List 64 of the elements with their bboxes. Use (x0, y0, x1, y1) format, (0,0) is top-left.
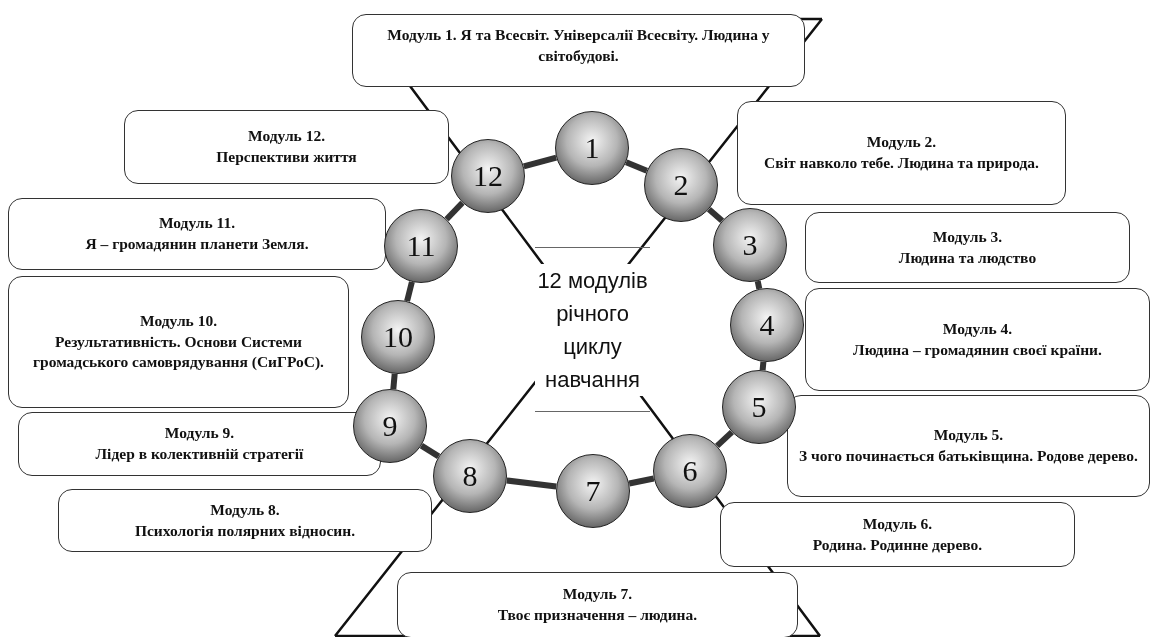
chain-link (419, 443, 441, 459)
module-heading: Модуль 11. (158, 213, 236, 234)
module-box (18, 412, 381, 476)
ball-number: 1 (584, 133, 600, 163)
module-box (805, 288, 1150, 391)
module-heading: Модуль 6. (862, 513, 933, 534)
ball-number: 11 (406, 231, 436, 261)
ball-number: 9 (382, 411, 398, 441)
module-description: Людина – громадянин своєї країни. (853, 339, 1102, 360)
module-heading: Модуль 7. (562, 584, 633, 605)
module-box (8, 198, 386, 270)
chain-link (706, 207, 725, 223)
ball-number: 6 (682, 456, 698, 486)
module-box (8, 276, 349, 408)
module-box (124, 110, 449, 184)
module-description: З чого починається батьківщина. Родове дерево. (799, 446, 1138, 466)
module-box (805, 212, 1130, 283)
chain-link (625, 159, 648, 174)
module-description: Твоє призначення – людина. (497, 605, 698, 625)
numbered-ball (384, 209, 458, 283)
module-box (720, 502, 1075, 567)
module-heading: Модуль 12. (247, 126, 326, 147)
chain-link (522, 154, 558, 170)
module-heading: Модуль 4. (942, 318, 1013, 339)
chain-link (759, 361, 767, 371)
module-heading: Модуль 2. (866, 132, 937, 153)
ball-number: 7 (585, 476, 601, 506)
module-heading: Модуль 8. (210, 499, 280, 520)
module-box (352, 14, 805, 87)
numbered-ball (644, 148, 718, 222)
module-heading: Модуль 10. (139, 310, 218, 331)
module-description: Результативність. Основи Системи громадського самоврядування (СиГРоС). (32, 331, 325, 373)
module-description: Перспективи життя (216, 147, 357, 167)
chain-link (404, 281, 415, 302)
chain-link (506, 477, 557, 490)
module-heading: Модуль 3. (932, 226, 1003, 247)
module-heading: Модуль 1. (387, 26, 457, 43)
ball-number: 8 (462, 461, 478, 491)
module-heading: Модуль 9. (164, 423, 235, 444)
chain-link (628, 475, 655, 487)
center-band (535, 247, 650, 412)
chain-link (715, 429, 734, 449)
module-description: Людина та людство (898, 247, 1037, 268)
ball-number: 12 (473, 161, 503, 191)
module-description: Лідер в колективній стратегії (95, 444, 304, 464)
module-description: Я та Всесвіт. Універсалії Всесвіту. Людина у світобудові. (460, 26, 770, 64)
ball-number: 5 (751, 392, 767, 422)
module-box (397, 572, 798, 637)
module-box (58, 489, 432, 552)
numbered-ball (653, 434, 727, 508)
module-description: Я – громадянин планети Земля. (85, 234, 309, 254)
chain-link (444, 200, 465, 222)
module-description: Родина. Родинне дерево. (812, 534, 983, 555)
ball-number: 4 (759, 310, 775, 340)
module-heading: Модуль 5. (933, 425, 1004, 446)
module-box (737, 101, 1066, 205)
module-description: Психологія полярних відносин. (134, 520, 356, 541)
module-box (787, 395, 1150, 497)
module-description: Світ навколо тебе. Людина та природа. (764, 153, 1039, 173)
ball-number: 2 (673, 170, 689, 200)
ball-number: 3 (742, 230, 758, 260)
ball-number: 10 (383, 322, 413, 352)
chain-link (390, 373, 398, 390)
center-title: 12 модулів річного циклу навчання (535, 263, 650, 396)
